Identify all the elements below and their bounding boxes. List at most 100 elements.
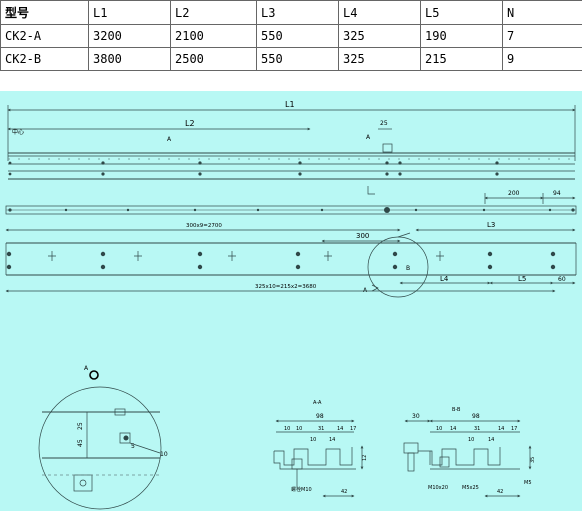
middle-rail-bolts (8, 207, 575, 213)
section-a-dim-3: 31 (318, 426, 324, 432)
top-rail-view: L1 L2 中心 A A 25 (7, 100, 576, 195)
cell-model: CK2-A (0, 24, 89, 48)
detail-a-mark: A (84, 365, 89, 372)
detail-a-circle (38, 386, 162, 510)
header-l5: L5 (420, 0, 503, 25)
bottom-rail-crosshairs (48, 251, 444, 261)
section-b-10-mid: 10 (468, 437, 474, 443)
section-a-dim-4: 14 (337, 426, 343, 432)
cell-l5: 215 (420, 47, 503, 71)
bottom-rail-bolts (6, 251, 556, 270)
engineering-drawing: L1 L2 中心 A A 25 (0, 91, 582, 511)
cell-l3: 550 (256, 24, 339, 48)
callout-leader (397, 232, 411, 238)
section-b-bolt-head (403, 442, 419, 454)
detail-a-leader-10 (129, 442, 161, 454)
cell-n: 9 (502, 47, 582, 71)
section-b-profile (418, 447, 520, 470)
section-b-35: 35 (530, 457, 536, 463)
section-b-30: 30 (412, 413, 420, 420)
header-l3: L3 (256, 0, 339, 25)
b-mark: B (406, 265, 410, 272)
header-l1: L1 (88, 0, 171, 25)
detail-a-clip (114, 408, 126, 416)
dim-25-label: 25 (380, 120, 388, 127)
section-b-98: 98 (472, 413, 480, 420)
detail-a-endblock (73, 474, 93, 492)
section-a-98: 98 (316, 413, 324, 420)
bottom-rail-view: 300x9=2700 L3 300 B A L4 (5, 221, 577, 298)
section-a-dim-1: 10 (284, 426, 290, 432)
l2-label: L2 (185, 119, 195, 128)
section-b-view: B-B 30 98 10 14 31 14 17 10 14 35 M5 M10… (403, 407, 536, 498)
detail-a-view: A 25 45 10 5 (38, 365, 168, 510)
detail-a-25: 25 (77, 422, 84, 430)
section-a-14-mid: 14 (329, 437, 335, 443)
l5-label: L5 (518, 275, 526, 283)
dim-300-label: 300 (356, 232, 369, 240)
section-a-12: 12 (362, 455, 368, 461)
cell-l4: 325 (338, 24, 421, 48)
section-b-bolt-note-2: M5x25 (462, 485, 479, 491)
section-a-dim-2: 10 (296, 426, 302, 432)
cell-l1: 3800 (88, 47, 171, 71)
cell-l4: 325 (338, 47, 421, 71)
section-a-view: A-A 98 10 10 31 14 17 10 14 12 螺栓M10 42 (273, 400, 368, 498)
section-b-dim-4: 14 (498, 426, 504, 432)
section-a-profile (273, 447, 356, 470)
section-mark (367, 186, 375, 195)
cell-l1: 3200 (88, 24, 171, 48)
section-b-nut (439, 456, 450, 468)
section-a-nut (291, 458, 303, 470)
center-label: 中心 (12, 128, 24, 136)
section-a-10-mid: 10 (310, 437, 316, 443)
top-rail-bolts (8, 161, 499, 176)
a-mark-right: A (366, 134, 371, 141)
header-model: 型号 (0, 0, 89, 25)
pitch-upper-label: 300x9=2700 (186, 223, 222, 229)
detail-a-45: 45 (77, 439, 84, 447)
dim-60-label: 60 (558, 276, 566, 283)
section-b-bolt-shank (407, 452, 415, 472)
callout-mark: A (363, 287, 368, 294)
drawing-canvas: L1 L2 中心 A A 25 (5, 100, 577, 510)
cell-l5: 190 (420, 24, 503, 48)
table-header-row: 型号 L1 L2 L3 L4 L5 N (0, 0, 582, 25)
detail-a-bolt (123, 435, 129, 441)
section-b-14-mid: 14 (488, 437, 494, 443)
section-b-bolt-note-1: M10x20 (428, 485, 448, 491)
dim-94-label: 94 (553, 190, 561, 197)
cell-n: 7 (502, 24, 582, 48)
cell-model: CK2-B (0, 47, 89, 71)
detail-a-5: 5 (131, 443, 135, 450)
detail-callout-circle (367, 236, 429, 298)
l1-label: L1 (285, 100, 295, 109)
section-a-dim-5: 17 (350, 426, 356, 432)
detail-a-10: 10 (160, 451, 168, 458)
header-l4: L4 (338, 0, 421, 25)
middle-rail-view: 200 94 (5, 190, 577, 215)
cell-l3: 550 (256, 47, 339, 71)
table-row: CK2-B 3800 2500 550 325 215 9 (0, 47, 582, 71)
section-b-title: B-B (452, 407, 461, 413)
l4-label: L4 (440, 275, 449, 283)
a-mark-top: A (167, 136, 172, 143)
section-a-42: 42 (341, 489, 347, 495)
center-block (382, 143, 393, 153)
detail-a-symbol (89, 370, 99, 380)
section-b-dim-3: 31 (474, 426, 480, 432)
cell-l2: 2500 (170, 47, 257, 71)
section-b-dim-2: 14 (450, 426, 456, 432)
section-b-42: 42 (497, 489, 503, 495)
cell-l2: 2100 (170, 24, 257, 48)
table-row: CK2-A 3200 2100 550 325 190 7 (0, 24, 582, 48)
pitch-lower-label: 325x10=215x2=3680 (255, 284, 317, 290)
spec-table: 型号 L1 L2 L3 L4 L5 N CK2-A 3200 2100 550 … (0, 0, 582, 71)
section-a-title: A-A (313, 400, 322, 406)
header-n: N (502, 0, 582, 25)
section-a-bolt-note: 螺栓M10 (291, 486, 312, 493)
l3-label: L3 (487, 221, 495, 229)
section-b-m5: M5 (524, 480, 532, 486)
section-b-dim-5: 17 (511, 426, 517, 432)
section-b-dim-1: 10 (436, 426, 442, 432)
